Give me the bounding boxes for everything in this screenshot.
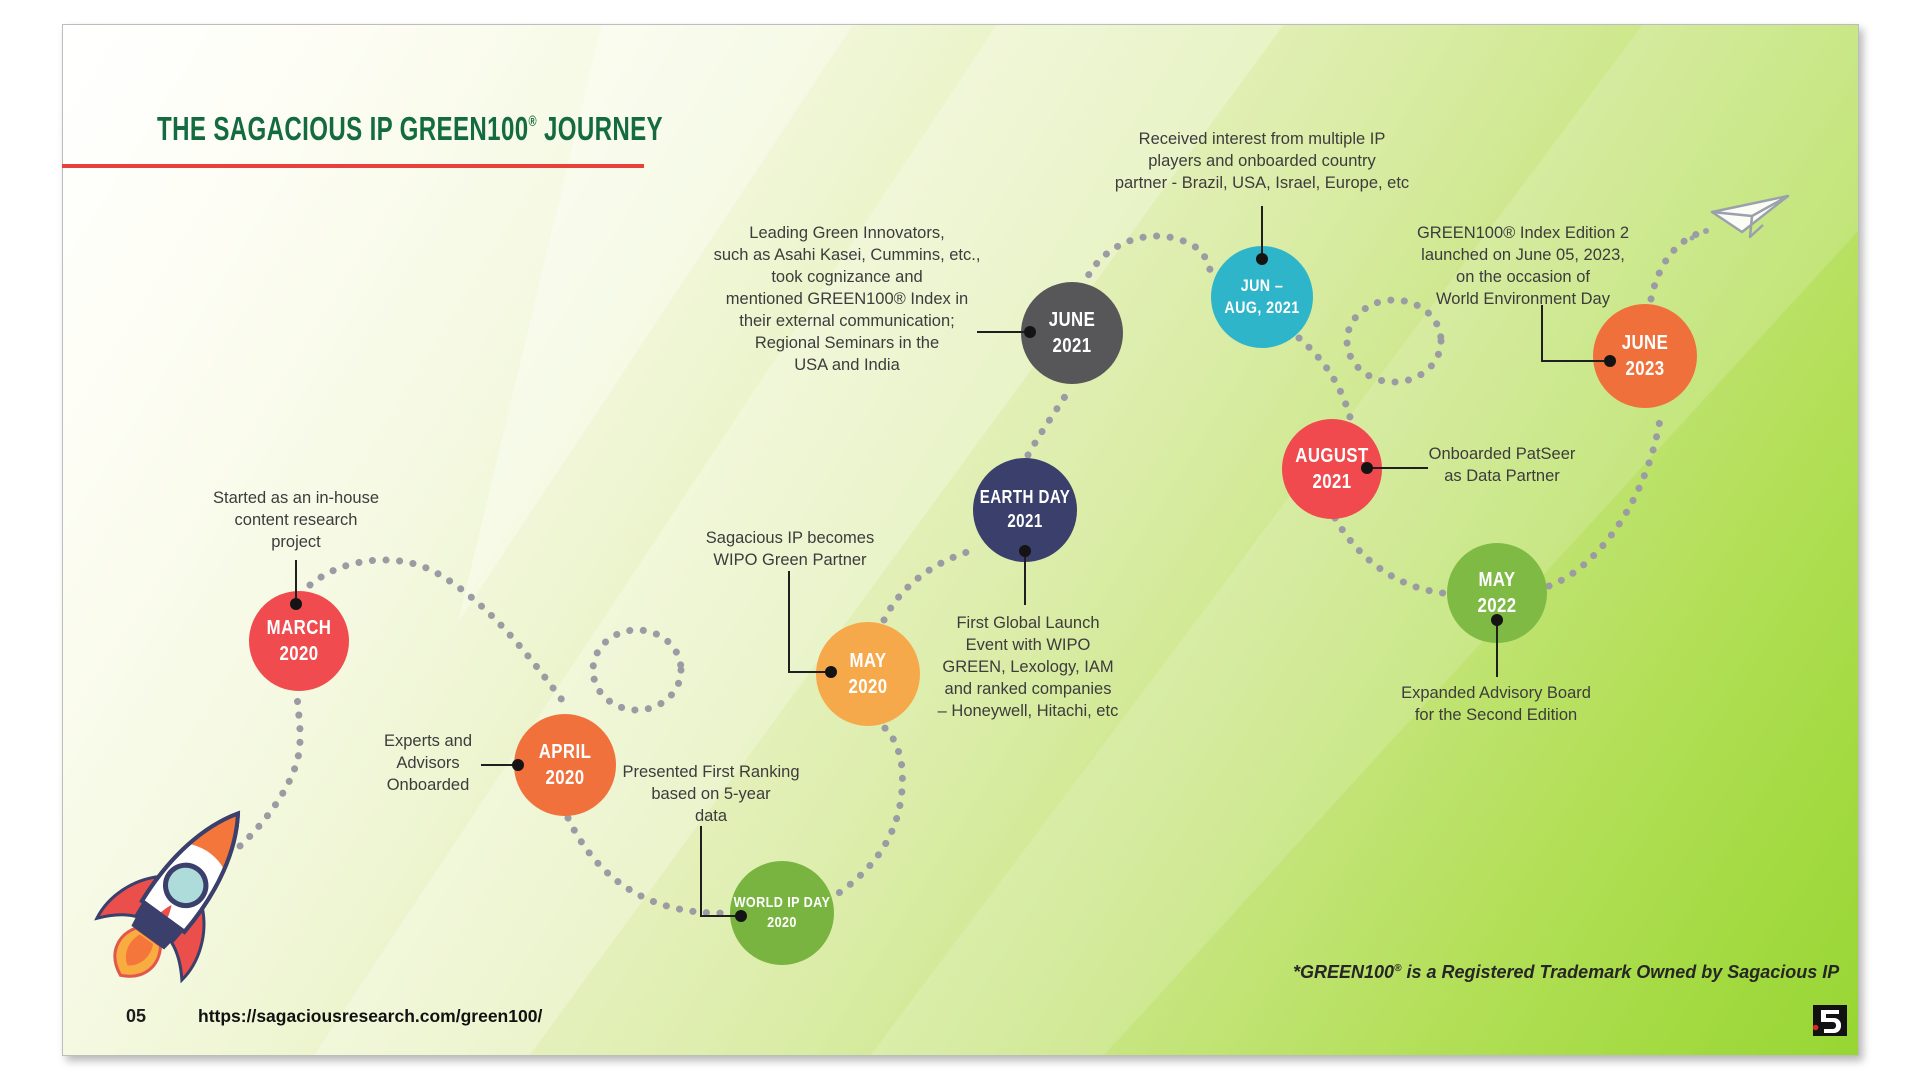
rocket-illustration — [94, 810, 241, 984]
title-registered-mark: ® — [528, 113, 537, 130]
title-underline — [62, 164, 644, 168]
trademark-registered-mark: ® — [1394, 963, 1402, 974]
milestone-description: Presented First Ranking based on 5-year … — [622, 763, 800, 825]
footer-url[interactable]: https://sagaciousresearch.com/green100/ — [198, 1006, 543, 1026]
milestone-description: First Global Launch Event with WIPO GREE… — [937, 614, 1119, 720]
milestone-description: Experts and Advisors Onboarded — [383, 732, 473, 794]
milestone-description: Received interest from multiple IP playe… — [1114, 130, 1410, 192]
milestone-description: Started as an in-house content research … — [212, 489, 380, 551]
milestone-description: GREEN100® Index Edition 2 launched on Ju… — [1416, 224, 1630, 308]
sagacious-logo-glyph — [1812, 1010, 1841, 1033]
page-number: 05 — [126, 1006, 147, 1026]
milestone-label: JUN –AUG, 2021 — [1224, 275, 1300, 317]
milestone-circle-jun-aug-2021: JUN –AUG, 2021 — [1211, 246, 1313, 348]
sagacious-logo — [1812, 1005, 1847, 1036]
page-title: THE SAGACIOUS IP GREEN100® JOURNEY — [157, 110, 663, 147]
milestone-description: Sagacious IP becomes WIPO Green Partner — [705, 529, 875, 569]
milestone-description: Leading Green Innovators, such as Asahi … — [713, 224, 981, 374]
milestone-description: Expanded Advisory Board for the Second E… — [1401, 684, 1591, 724]
trademark-note: *GREEN100® is a Registered Trademark Own… — [1293, 962, 1840, 982]
milestone-description: Onboarded PatSeer as Data Partner — [1428, 445, 1576, 485]
